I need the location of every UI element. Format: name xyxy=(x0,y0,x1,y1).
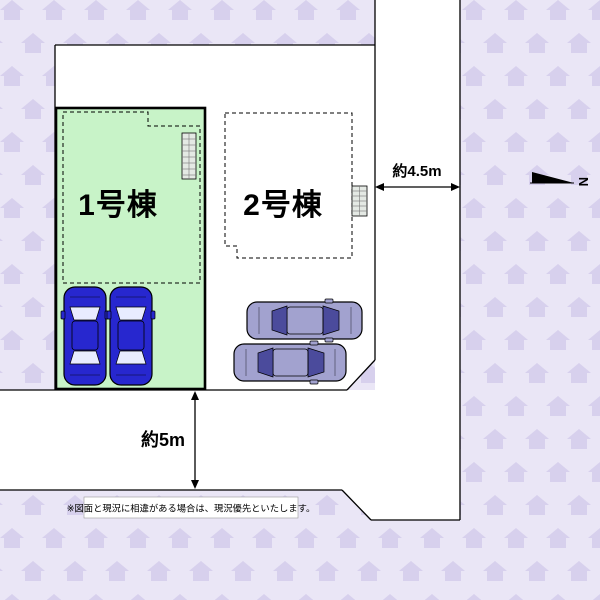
lot2-label: 2号棟 xyxy=(243,189,323,222)
dimension-right-road: 約4.5m xyxy=(375,162,460,191)
utility-box-lot1 xyxy=(181,132,197,180)
road-corner xyxy=(342,490,375,520)
dimension-bottom-road: 約5m xyxy=(141,391,199,489)
car-icon-lot2-a xyxy=(246,298,363,343)
lot1-building-outline xyxy=(62,111,201,284)
bottom-road-width-label: 約5m xyxy=(141,429,185,450)
utility-box-lot2 xyxy=(351,185,368,217)
car-icon-lot1-a xyxy=(60,286,110,386)
north-label: N xyxy=(576,177,591,186)
north-compass-icon: N xyxy=(530,172,591,186)
lot1-label: 1号棟 xyxy=(78,189,158,222)
bottom-road xyxy=(0,390,460,490)
car-icon-lot1-b xyxy=(106,286,156,386)
boundary-lines xyxy=(0,0,461,521)
disclaimer-note: ※図面と現況に相違がある場合は、現況優先といたします。 xyxy=(67,496,316,519)
disclaimer-text: ※図面と現況に相違がある場合は、現況優先といたします。 xyxy=(67,503,316,514)
right-road-width-label: 約4.5m xyxy=(392,162,441,180)
lot2-building-outline xyxy=(224,112,353,259)
car-icon-lot2-b xyxy=(233,340,347,385)
